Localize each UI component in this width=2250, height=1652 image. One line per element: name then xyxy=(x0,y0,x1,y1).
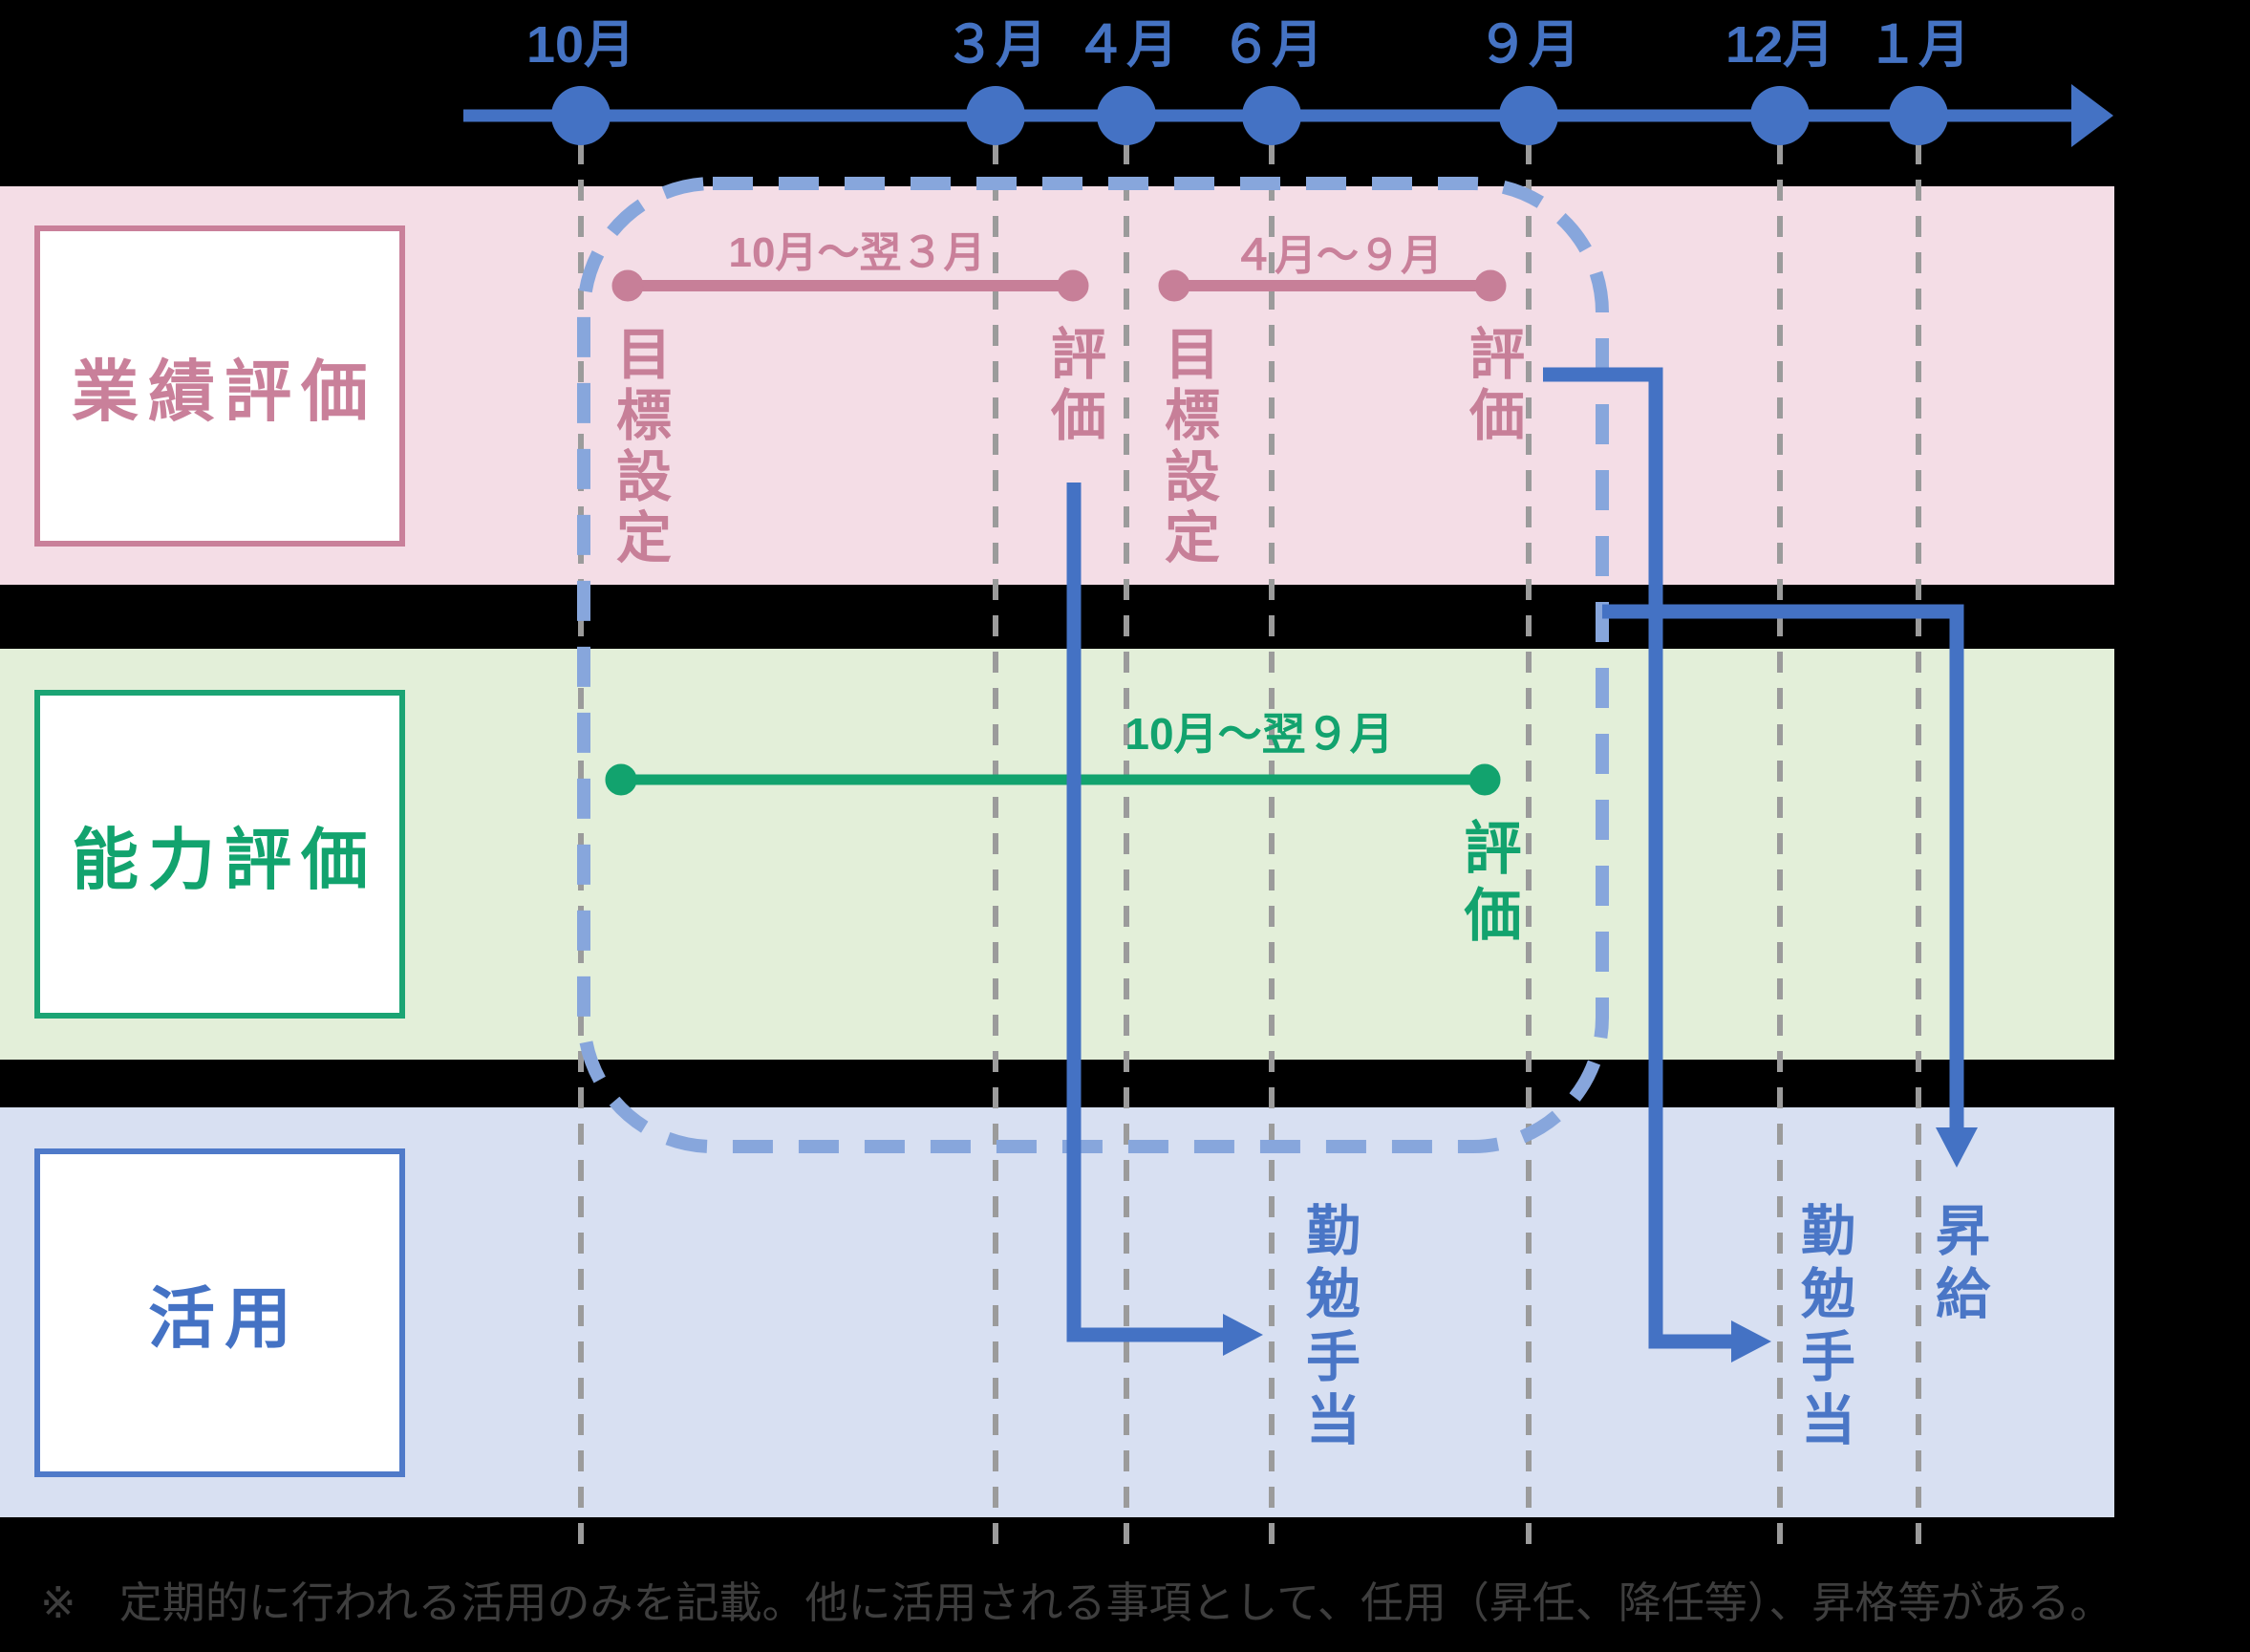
performance-period1-start-dot xyxy=(611,269,644,302)
utilization-row-title: 活用 xyxy=(148,1280,301,1356)
ability-period-end-dot xyxy=(1468,763,1501,796)
ability-row-label-box: 能力評価 xyxy=(34,690,405,1019)
connector-cycle-to-raise xyxy=(1602,604,1964,1127)
ability-period-range-label: 10月～翌９月 xyxy=(1125,709,1394,759)
ability-evaluation-label: 評価 xyxy=(1456,818,1520,952)
performance-period2-end-dot xyxy=(1474,269,1507,302)
month-dot-jan xyxy=(1889,86,1948,145)
ability-period-line-group xyxy=(605,763,1501,796)
performance-row-label-box: 業績評価 xyxy=(34,225,405,547)
month-label-jun: ６月 xyxy=(1220,16,1323,74)
month-label-apr: ４月 xyxy=(1075,16,1178,74)
performance-period1-evaluation-label: 評価 xyxy=(1042,325,1104,447)
evaluation-cycle-frame xyxy=(577,177,1609,1153)
month-label-jan: １月 xyxy=(1867,16,1970,74)
month-dot-dec xyxy=(1750,86,1810,145)
utilization-salary-raise-label: 昇給 xyxy=(1927,1202,1989,1328)
raise-arrowhead-icon xyxy=(1936,1127,1978,1168)
month-label-mar: ３月 xyxy=(944,16,1047,74)
ability-period-start-dot xyxy=(605,763,637,796)
month-label-dec: 12月 xyxy=(1725,16,1835,74)
connector-eval1-to-allowance xyxy=(1066,483,1223,1342)
month-label-sep: ９月 xyxy=(1477,16,1580,74)
month-dot-mar xyxy=(966,86,1025,145)
month-dot-oct xyxy=(551,86,611,145)
ability-row-title: 能力評価 xyxy=(72,822,377,897)
utilization-row-label-box: 活用 xyxy=(34,1148,405,1477)
timeline-month-dots xyxy=(551,86,1948,145)
month-label-oct: 10月 xyxy=(525,16,636,74)
footnote-text: ※ 定期的に行われる活用のみを記載。他に活用される事項として、任用（昇任、降任等… xyxy=(40,1578,2113,1627)
performance-period2-start-dot xyxy=(1158,269,1190,302)
utilization-diligence-allowance-label-1: 勤勉手当 xyxy=(1297,1202,1360,1454)
month-gridlines xyxy=(578,143,1921,1550)
performance-period1-goal-setting-label: 目標設定 xyxy=(608,325,670,569)
month-dot-apr xyxy=(1097,86,1156,145)
utilization-diligence-allowance-label-2: 勤勉手当 xyxy=(1792,1202,1854,1454)
connector-eval2-to-allowance xyxy=(1543,367,1731,1349)
timeline-arrowhead-icon xyxy=(2071,84,2113,147)
connectors xyxy=(1066,367,1964,1349)
performance-period1-end-dot xyxy=(1057,269,1089,302)
month-dot-sep xyxy=(1499,86,1558,145)
month-dot-jun xyxy=(1242,86,1301,145)
performance-row-title: 業績評価 xyxy=(72,354,377,429)
performance-period2-evaluation-label: 評価 xyxy=(1461,325,1523,447)
performance-period-lines xyxy=(611,269,1507,302)
performance-period2-range-label: ４月～９月 xyxy=(1232,232,1443,279)
performance-period2-goal-setting-label: 目標設定 xyxy=(1156,325,1218,569)
allowance1-arrowhead-icon xyxy=(1223,1314,1263,1356)
allowance2-arrowhead-icon xyxy=(1731,1320,1771,1362)
performance-period1-range-label: 10月～翌３月 xyxy=(728,229,986,276)
